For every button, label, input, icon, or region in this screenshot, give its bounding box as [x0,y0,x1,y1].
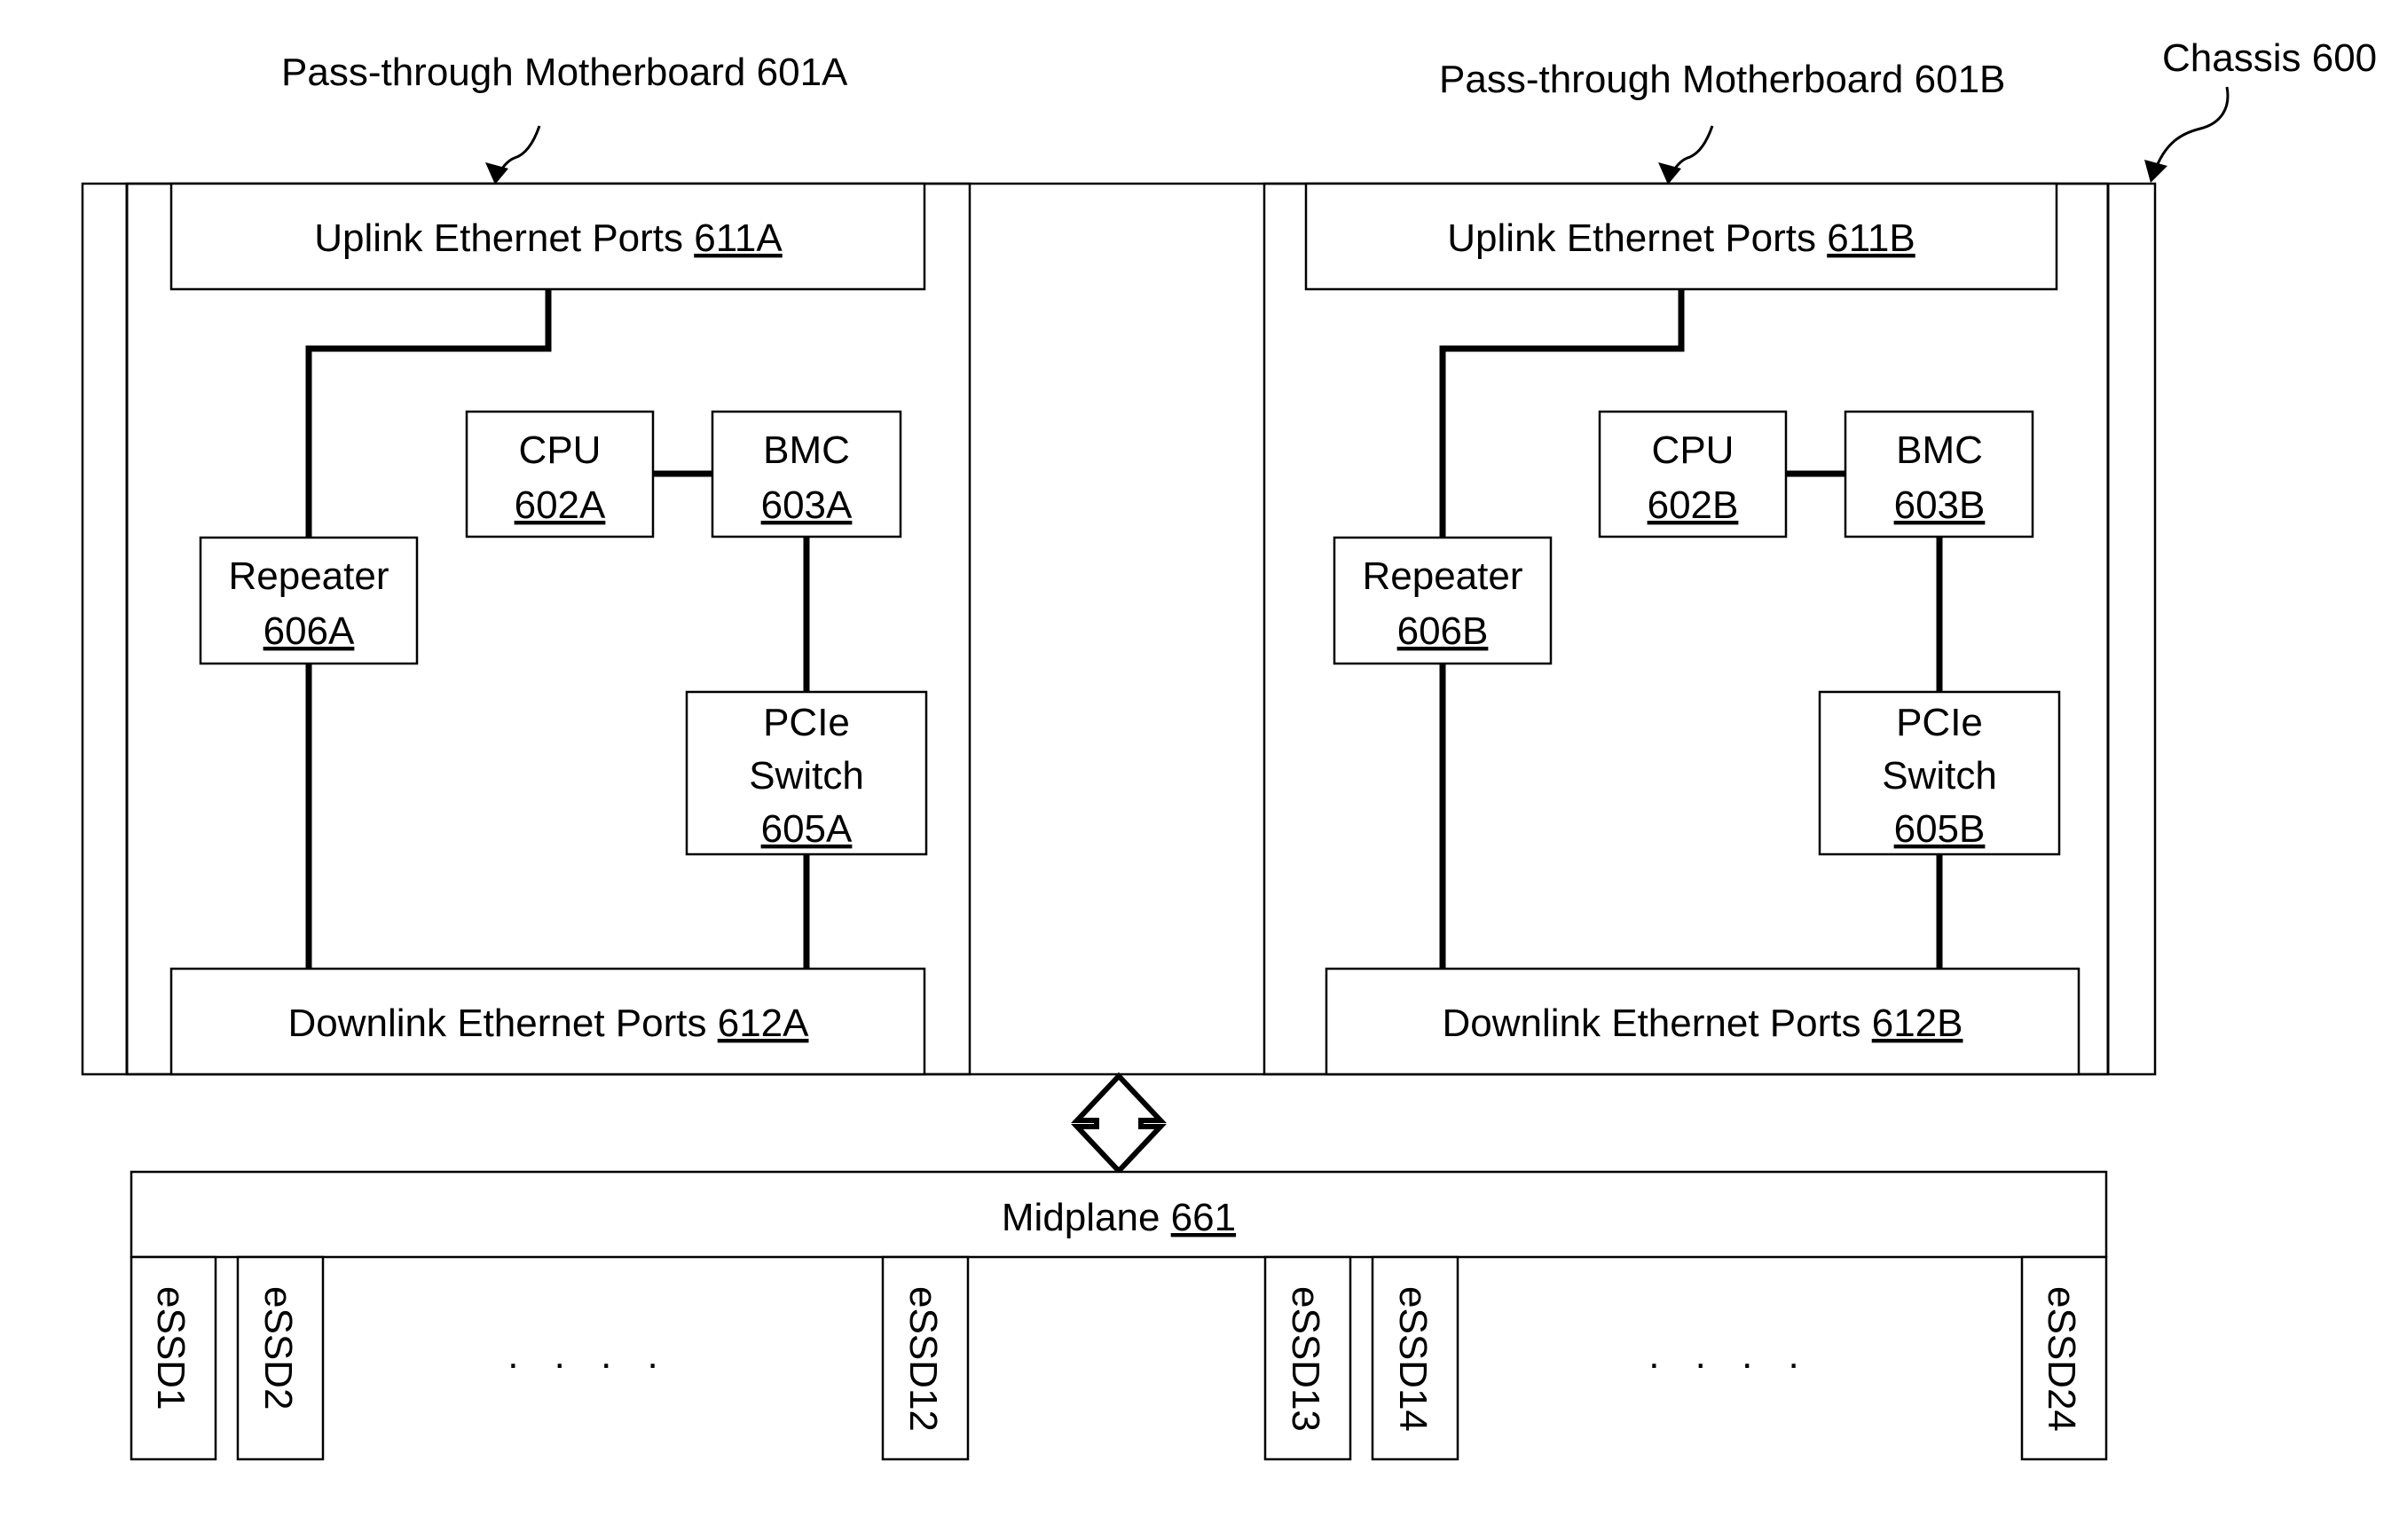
essd-slot-1: eSSD1 [131,1257,216,1459]
downlink-ports-b-label: Downlink Ethernet Ports 612B [1443,1002,1963,1045]
bmc-b-ref: 603B [1894,483,1986,527]
downlink-ports-a-label: Downlink Ethernet Ports 612A [288,1002,810,1045]
essd-slot-24: eSSD24 [2022,1257,2106,1459]
essd-ellipsis-left: . . . . [507,1333,671,1377]
bmc-a-ref: 603A [761,483,853,527]
repeater-a-ref: 606A [264,609,355,653]
essd-slot-13-label: eSSD13 [1284,1286,1327,1432]
essd-slot-13: eSSD13 [1265,1257,1350,1459]
cpu-b-name: CPU [1652,428,1734,472]
pcie-switch-b-ref: 605B [1894,807,1986,851]
midplane-label: Midplane 661 [1002,1196,1236,1239]
bidirectional-arrow [1077,1076,1160,1171]
bmc-b-name: BMC [1896,428,1983,472]
repeater-a-name: Repeater [228,554,389,598]
essd-slot-1-label: eSSD1 [149,1286,193,1410]
essd-slot-2-label: eSSD2 [256,1286,300,1410]
chassis-arrowhead [2144,160,2167,183]
uplink-ports-b-label: Uplink Ethernet Ports 611B [1447,216,1915,260]
motherboard-a: Uplink Ethernet Ports 611A CPU 602A BMC … [127,184,970,1074]
essd-ellipsis-right: . . . . [1648,1333,1812,1377]
essd-slot-24-label: eSSD24 [2040,1286,2083,1432]
essd-slot-12: eSSD12 [883,1257,968,1459]
motherboard-b: Uplink Ethernet Ports 611B CPU 602B BMC … [1264,184,2108,1074]
uplink-ports-a-label: Uplink Ethernet Ports 611A [314,216,783,260]
essd-slot-14: eSSD14 [1373,1257,1458,1459]
repeater-b-name: Repeater [1362,554,1522,598]
pcie-switch-a-line1: PCIe [763,701,850,744]
pcie-switch-a-ref: 605A [761,807,853,851]
essd-slot-12-label: eSSD12 [901,1286,945,1432]
pcie-switch-a-line2: Switch [749,754,864,798]
chassis-leader [2154,87,2228,173]
repeater-b-ref: 606B [1397,609,1489,653]
cpu-b-ref: 602B [1648,483,1739,527]
bmc-a-name: BMC [763,428,850,472]
chassis-label: Chassis 600 [2162,36,2377,80]
motherboard-b-label: Pass-through Motherboard 601B [1439,58,2005,101]
essd-slot-14-label: eSSD14 [1391,1286,1435,1432]
motherboard-a-label: Pass-through Motherboard 601A [281,51,848,94]
cpu-a-name: CPU [519,428,602,472]
pcie-switch-b-line2: Switch [1882,754,1997,798]
pcie-switch-b-line1: PCIe [1896,701,1983,744]
essd-slot-2: eSSD2 [238,1257,323,1459]
cpu-a-ref: 602A [515,483,606,527]
